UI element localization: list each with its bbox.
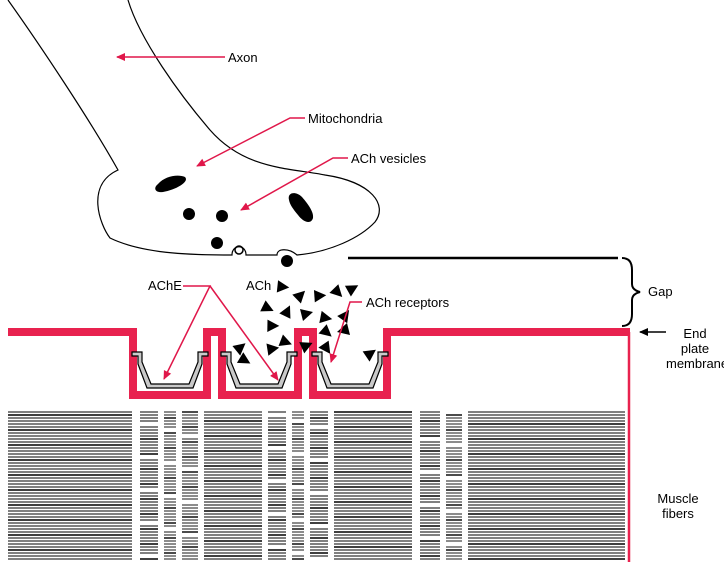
ach-molecule [276, 280, 290, 293]
gap-label: Gap [648, 284, 673, 299]
muscle-line1: Muscle [657, 491, 699, 506]
ach-molecule [319, 310, 333, 324]
ach-vesicle [211, 237, 223, 249]
end-plate-line3: membrane [666, 356, 724, 371]
axon-label: Axon [228, 50, 258, 65]
ach-receptors-arrow [329, 301, 362, 363]
ach-molecule [236, 352, 251, 364]
ache-label: AChE [148, 278, 182, 293]
end-plate-membrane-label: End plate membrane [666, 326, 724, 371]
end-plate-line1: End [683, 326, 707, 341]
muscle-fibers [8, 411, 625, 560]
mitochondria-label: Mitochondria [308, 111, 383, 126]
ach-molecules [232, 280, 376, 364]
ach-label: ACh [246, 278, 272, 293]
ach-molecule [299, 342, 313, 354]
end-plate-membrane [8, 328, 630, 399]
ach-molecule [362, 349, 376, 362]
ache-arrow-2 [209, 285, 279, 381]
ach-receptors [131, 351, 389, 389]
ach-receptors-label: ACh receptors [366, 295, 450, 310]
ach-vesicles-label: ACh vesicles [351, 151, 427, 166]
ach-molecule [279, 305, 291, 319]
ach-vesicle [183, 208, 195, 220]
ach-molecule [267, 319, 280, 332]
label-arrows [116, 53, 362, 381]
ach-vesicle-released [281, 255, 293, 267]
ach-molecule [232, 343, 246, 356]
ach-molecule [266, 343, 280, 356]
mitochondria-arrow [196, 117, 305, 167]
gap-brace [621, 257, 641, 327]
ach-vesicles-arrow [240, 157, 348, 211]
ach-vesicle-fusing [234, 245, 244, 255]
ach-vesicle [216, 210, 228, 222]
mitochondrion-right [288, 193, 314, 222]
mitochondrion-left [155, 175, 186, 193]
ach-molecule [318, 340, 331, 354]
ach-molecule [300, 309, 313, 321]
ach-molecule [278, 334, 292, 347]
ach-molecule [260, 300, 274, 312]
ach-molecule [292, 290, 306, 304]
muscle-fibers-label: Muscle fibers [648, 491, 708, 521]
ach-molecule [329, 284, 343, 298]
nerve-terminal-outline [7, 0, 380, 256]
ach-molecule [344, 285, 359, 297]
ach-molecule [313, 290, 327, 303]
end-plate-line2: plate [680, 341, 710, 356]
muscle-line2: fibers [662, 506, 694, 521]
ach-molecule [318, 324, 332, 337]
